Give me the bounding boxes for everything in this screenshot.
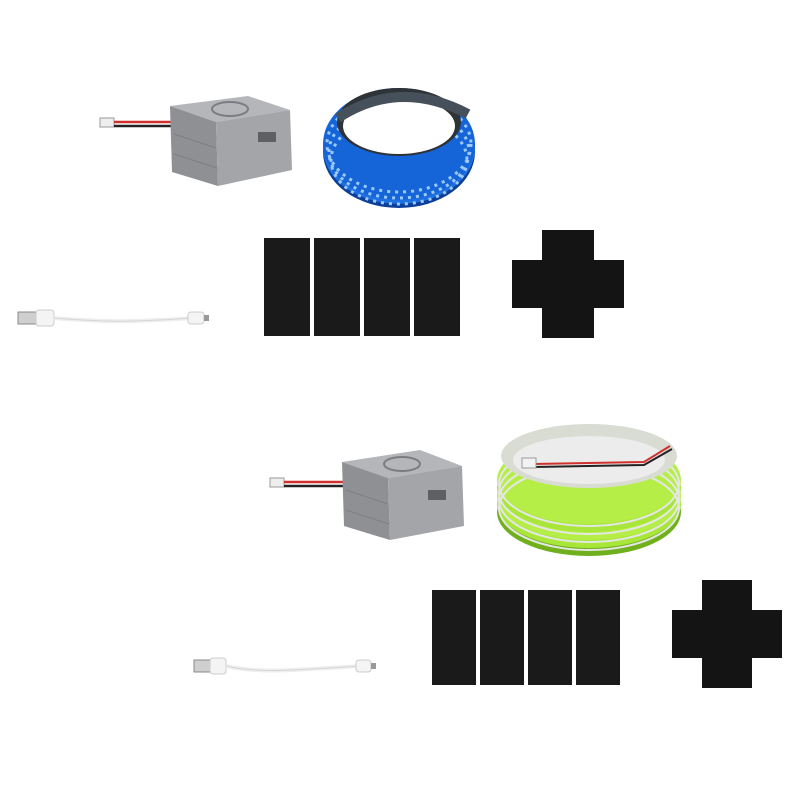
adhesive-pads-2 (432, 590, 624, 686)
led-strip-reel-blue (318, 78, 480, 212)
adhesive-pads-1 (264, 238, 462, 338)
controller-box-1 (98, 92, 294, 187)
cross-foam-pad-2 (672, 580, 782, 688)
usb-cable-2 (192, 652, 378, 682)
led-strip-reel-green (494, 416, 684, 560)
usb-cable-1 (16, 304, 210, 334)
cross-foam-pad-1 (512, 230, 624, 338)
controller-box-2 (268, 446, 464, 541)
